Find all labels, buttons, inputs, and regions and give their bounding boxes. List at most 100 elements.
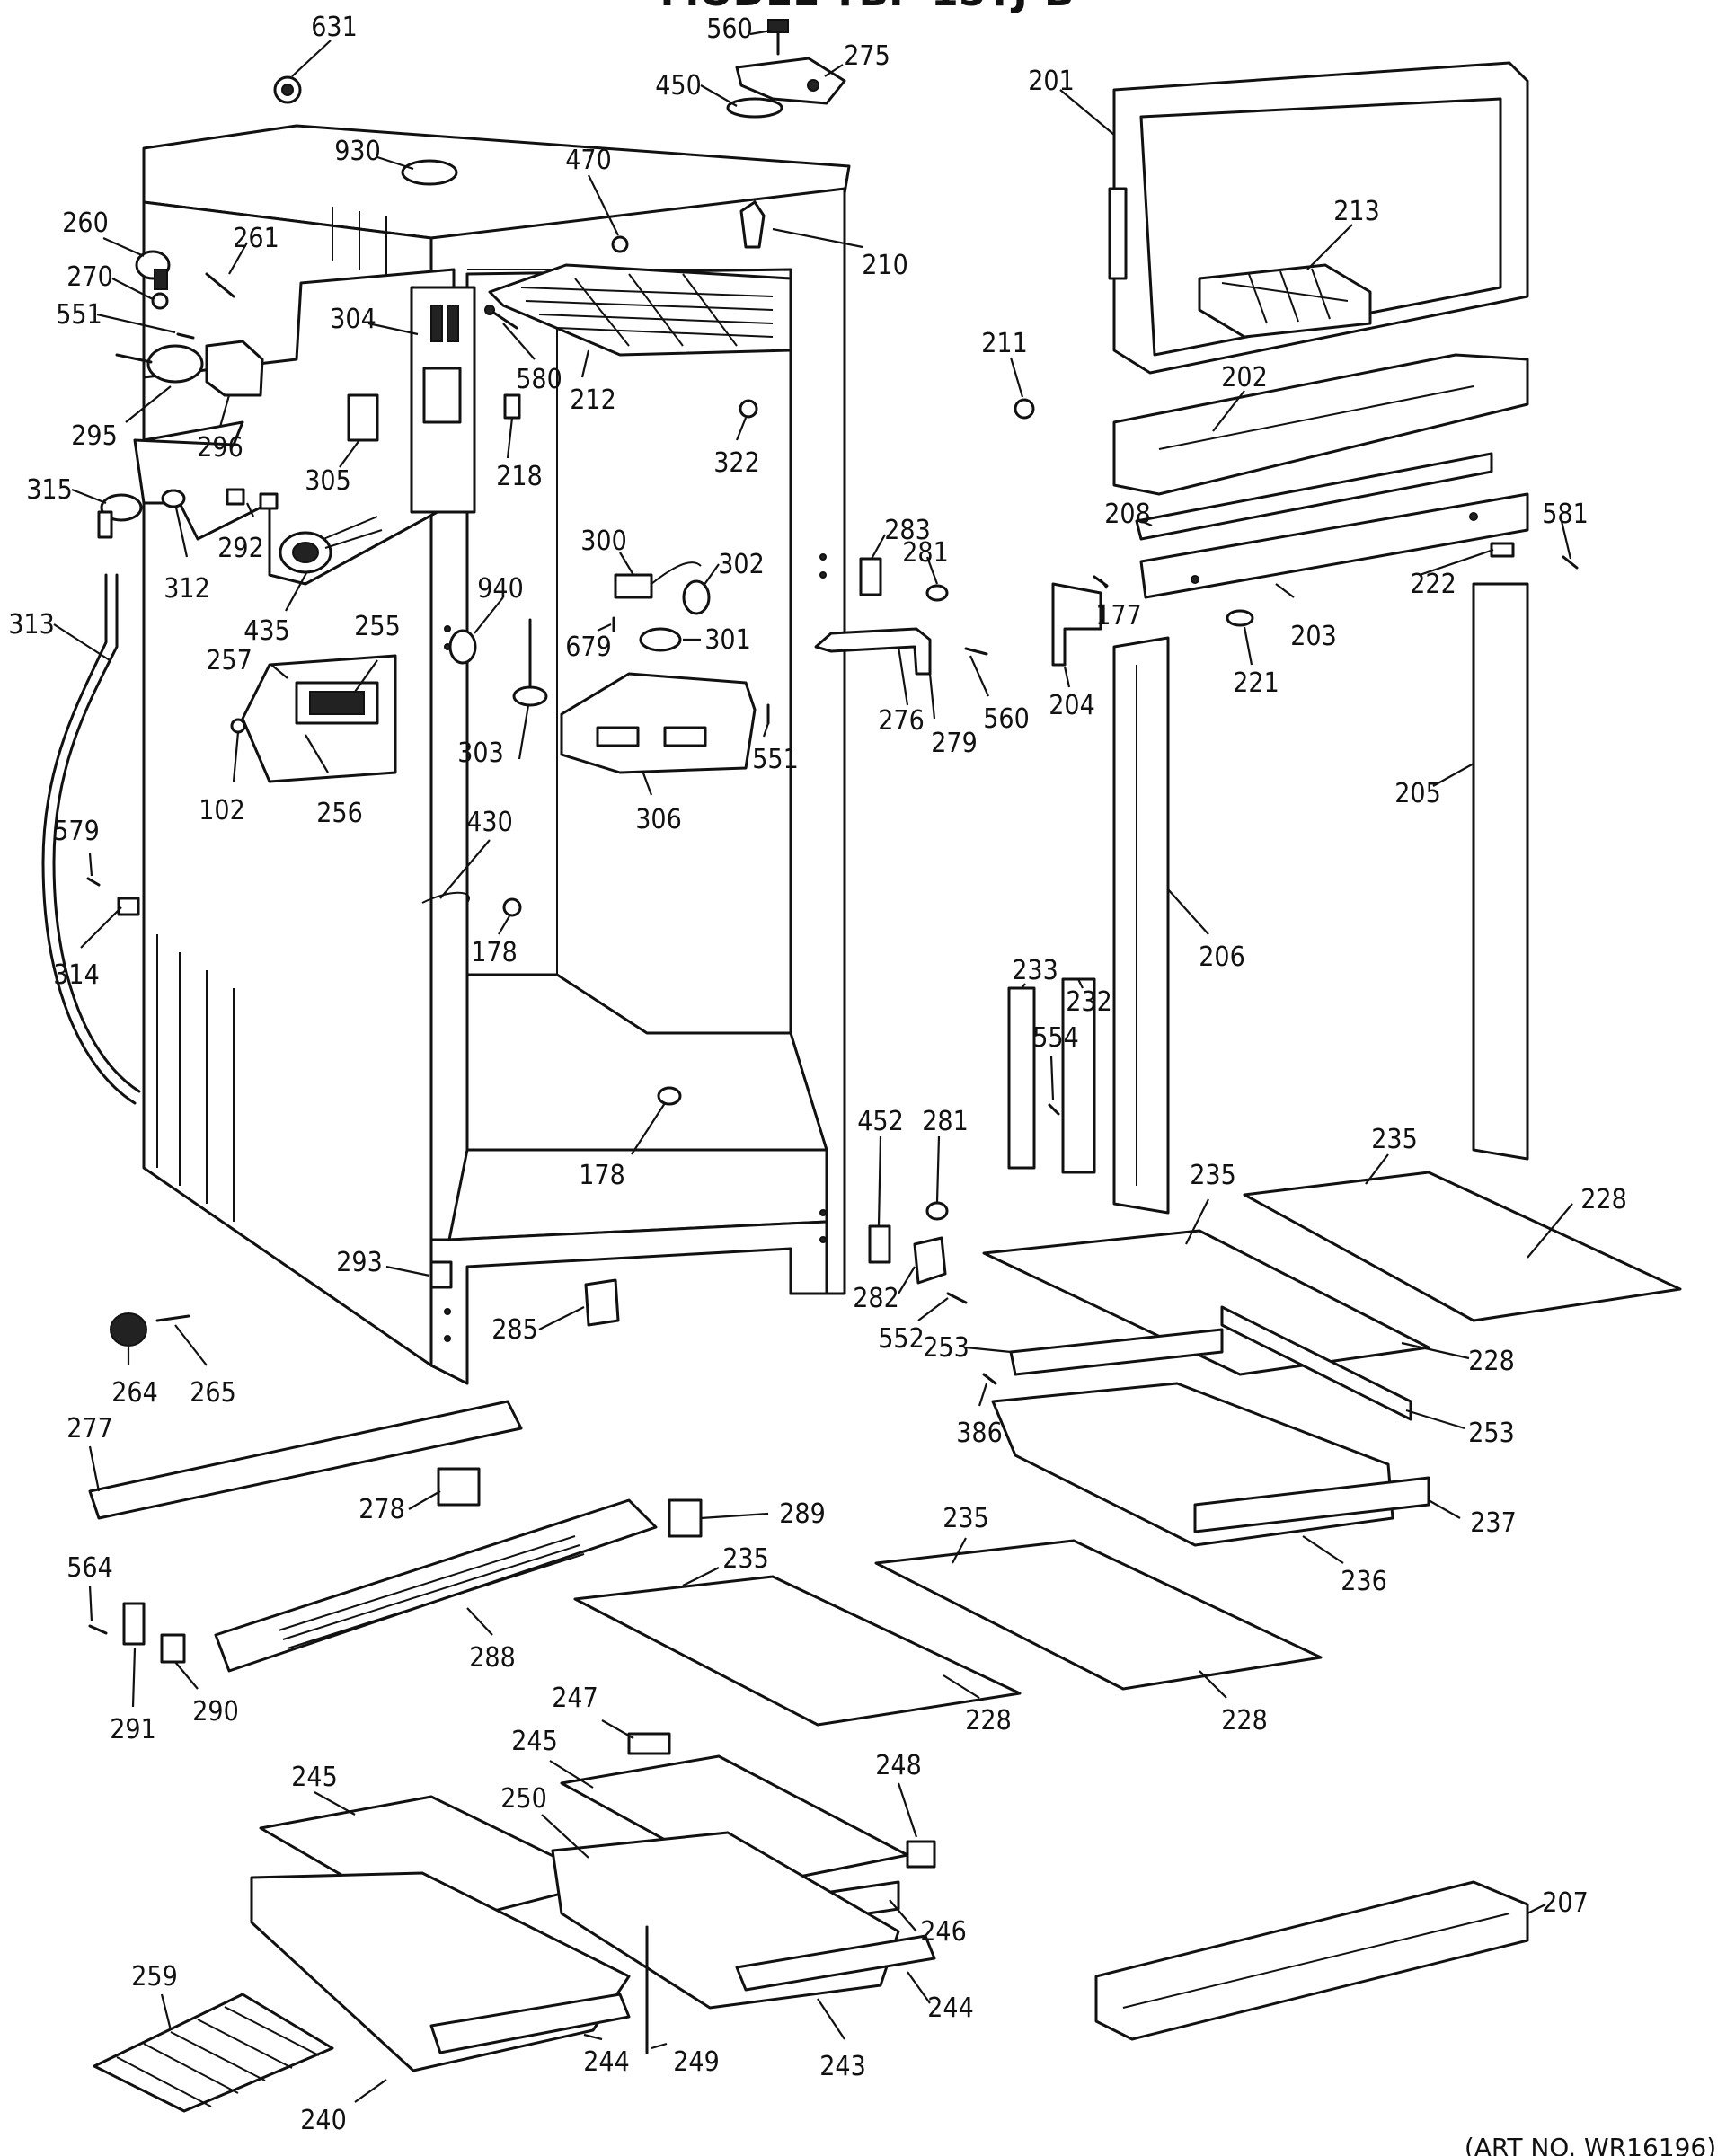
label-302: 302	[718, 549, 765, 580]
part-205-door-side	[1472, 582, 1529, 1161]
label-322: 322	[713, 447, 760, 479]
part-233-rail	[1007, 986, 1036, 1170]
part-551-screw-left	[176, 332, 195, 340]
part-281-bushing-lower	[925, 1201, 949, 1221]
label-212: 212	[570, 384, 616, 416]
part-552-screw	[946, 1292, 968, 1304]
label-305: 305	[305, 465, 351, 497]
part-206-door-frame	[1112, 636, 1170, 1215]
label-560-top: 560	[706, 13, 753, 45]
label-211: 211	[981, 328, 1028, 359]
label-282: 282	[853, 1283, 899, 1314]
part-386-screw	[982, 1373, 997, 1385]
part-264-knob	[110, 1312, 147, 1347]
part-631-nut	[273, 75, 302, 104]
label-281-lower: 281	[922, 1106, 969, 1137]
label-235-upper-right: 235	[1371, 1124, 1418, 1155]
label-289: 289	[779, 1498, 826, 1530]
label-291: 291	[110, 1714, 156, 1745]
leader-lines	[53, 29, 1573, 2103]
label-452: 452	[857, 1106, 904, 1137]
part-560-screw-hinge	[964, 647, 988, 656]
part-232-rail	[1061, 977, 1096, 1174]
part-285-bracket	[584, 1278, 620, 1327]
part-554-screw	[1048, 1103, 1060, 1116]
label-206: 206	[1199, 941, 1245, 973]
part-306-control-housing	[560, 672, 757, 774]
part-261-pin	[205, 272, 235, 298]
label-470: 470	[565, 145, 612, 176]
label-235-right: 235	[943, 1503, 989, 1534]
label-315: 315	[26, 474, 73, 506]
model-title: MODEL TBF-15TJ-B	[659, 0, 1074, 15]
part-235-shelf-upper-right	[1243, 1171, 1682, 1322]
part-564-screw	[88, 1624, 108, 1635]
part-275-hinge	[735, 57, 846, 105]
part-labels: 631 560 450 275 201 930 470 210 213 260 …	[8, 12, 1627, 2136]
label-264: 264	[111, 1377, 158, 1409]
label-276: 276	[878, 705, 925, 737]
label-295: 295	[71, 420, 118, 452]
label-580: 580	[516, 364, 562, 395]
label-221: 221	[1233, 667, 1279, 699]
label-202: 202	[1221, 362, 1268, 393]
part-315-bulb-socket	[97, 493, 143, 539]
label-245-right: 245	[511, 1726, 558, 1757]
part-281-bushing-upper	[925, 584, 949, 602]
label-257: 257	[206, 645, 252, 676]
label-554: 554	[1032, 1022, 1079, 1054]
part-930-plug	[401, 159, 458, 186]
part-211-nut	[1014, 398, 1035, 420]
label-552: 552	[878, 1323, 925, 1355]
label-244-right: 244	[927, 1993, 974, 2024]
label-579: 579	[53, 816, 100, 847]
part-244-handle-left	[429, 1993, 631, 2054]
part-292-clips	[226, 488, 279, 510]
label-270: 270	[66, 261, 113, 293]
part-302-bulb	[682, 579, 711, 615]
label-235-left: 235	[722, 1543, 769, 1575]
part-296-bracket	[205, 340, 264, 397]
part-178-plug-upper	[502, 897, 522, 917]
label-210: 210	[862, 250, 908, 281]
label-228-left: 228	[965, 1705, 1012, 1736]
label-283: 283	[884, 515, 931, 546]
label-306: 306	[635, 804, 682, 835]
part-207-door-bin	[1094, 1880, 1529, 2041]
label-201: 201	[1028, 66, 1075, 97]
label-240: 240	[300, 2105, 347, 2136]
part-213-ice-tray	[1198, 263, 1372, 339]
label-246: 246	[920, 1916, 967, 1948]
part-212-freezer-shelf	[488, 263, 792, 357]
part-236-meat-pan	[991, 1382, 1394, 1547]
label-178-lower: 178	[579, 1160, 625, 1191]
label-232: 232	[1066, 986, 1112, 1018]
label-551-right: 551	[752, 744, 799, 775]
label-244-left: 244	[583, 2046, 630, 2078]
part-218-clip	[503, 393, 521, 420]
label-259: 259	[131, 1961, 178, 1993]
label-285: 285	[491, 1314, 538, 1346]
art-number: (ART NO. WR16196)	[1465, 2133, 1716, 2156]
label-102: 102	[199, 795, 245, 826]
part-940-plug	[448, 629, 477, 665]
label-296: 296	[197, 432, 243, 464]
label-314: 314	[53, 959, 100, 991]
part-278-roller	[437, 1467, 481, 1507]
part-247-clip	[627, 1732, 671, 1755]
label-930: 930	[334, 136, 381, 167]
label-205: 205	[1394, 778, 1441, 809]
part-244-handle-right	[735, 1934, 936, 1992]
label-247: 247	[552, 1683, 598, 1714]
label-301: 301	[704, 624, 751, 656]
part-290-block	[160, 1633, 186, 1664]
label-204: 204	[1049, 690, 1095, 721]
part-259-grid	[93, 1993, 334, 2113]
part-314-grommet	[117, 897, 140, 916]
label-218: 218	[496, 461, 543, 492]
label-265: 265	[190, 1377, 236, 1409]
part-560-screw	[767, 19, 789, 56]
label-435: 435	[243, 615, 290, 647]
label-386: 386	[956, 1418, 1003, 1449]
label-177: 177	[1095, 600, 1142, 632]
